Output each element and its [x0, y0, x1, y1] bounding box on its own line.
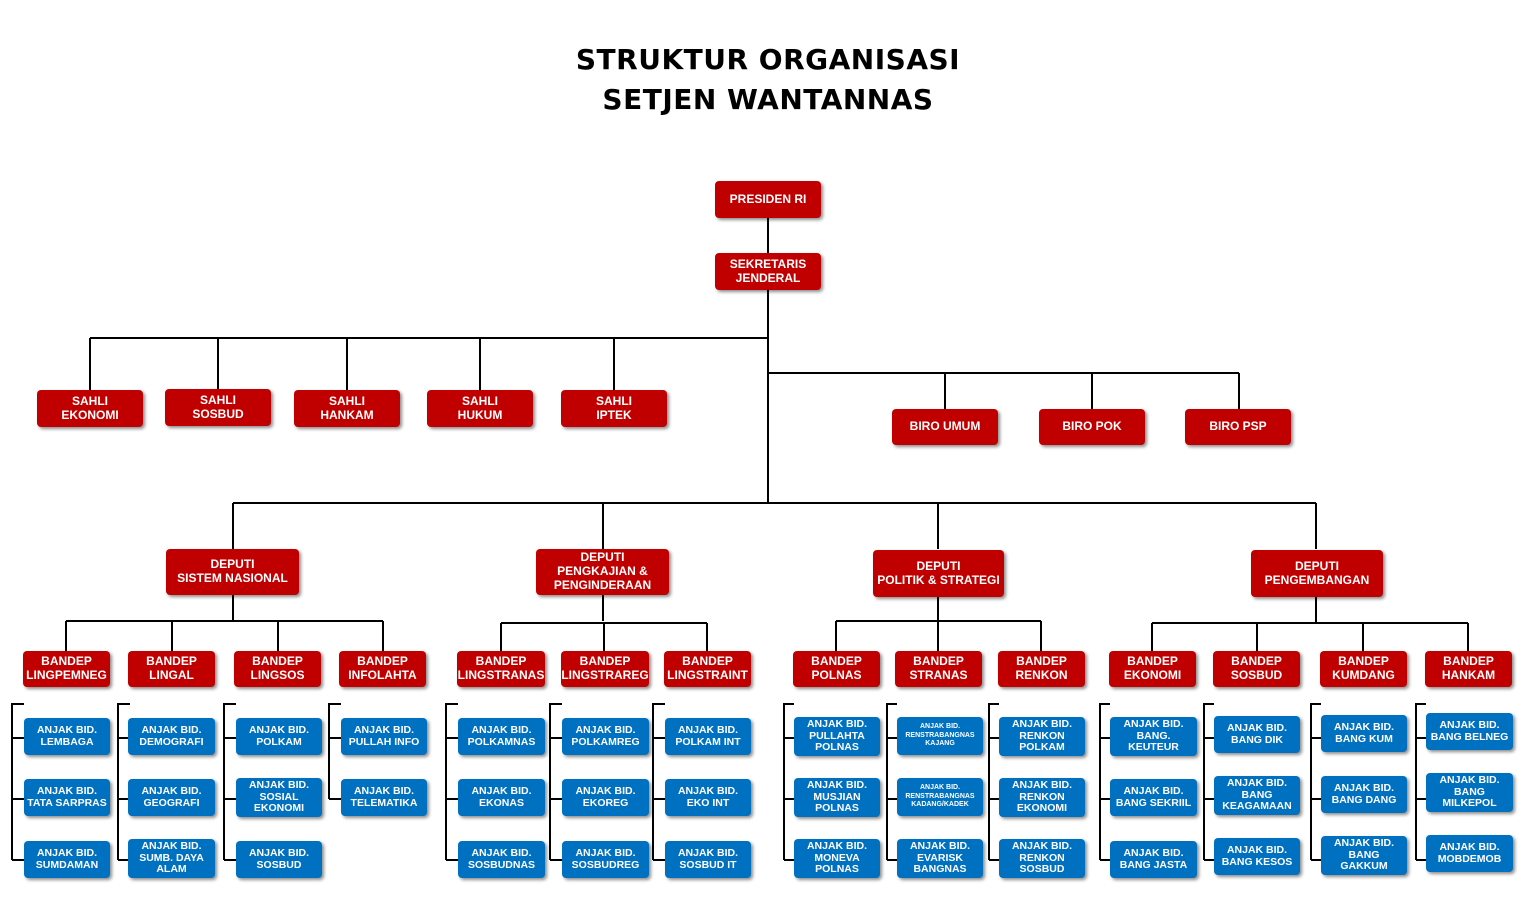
- box-bandep-sosbud: BANDEP SOSBUD: [1213, 651, 1300, 687]
- box-anjak-pullah-info: ANJAK BID. PULLAH INFO: [341, 718, 427, 755]
- box-anjak-bang-gakkum: ANJAK BID. BANG GAKKUM: [1321, 836, 1407, 875]
- box-bandep-lingstraint: BANDEP LINGSTRAINT: [664, 651, 751, 687]
- box-sahli-iptek: SAHLI IPTEK: [561, 390, 667, 427]
- box-deputi-politik-strategi: DEPUTI POLITIK & STRATEGI: [873, 550, 1004, 597]
- box-deputi-pengembangan: DEPUTI PENGEMBANGAN: [1251, 550, 1383, 597]
- box-anjak-polkam: ANJAK BID. POLKAM: [236, 718, 322, 755]
- box-presiden: PRESIDEN RI: [715, 181, 821, 218]
- box-anjak-renkon-sosbud: ANJAK BID. RENKON SOSBUD: [999, 839, 1085, 878]
- box-anjak-bang-milkepol: ANJAK BID. BANG MILKEPOL: [1426, 773, 1513, 812]
- chart-title-line-1: STRUKTUR ORGANISASI: [575, 43, 961, 76]
- box-biro-pok: BIRO POK: [1039, 409, 1145, 445]
- box-sahli-sosbud: SAHLI SOSBUD: [165, 389, 271, 426]
- box-anjak-telematika: ANJAK BID. TELEMATIKA: [341, 779, 427, 816]
- box-anjak-bang-belneg: ANJAK BID. BANG BELNEG: [1426, 713, 1513, 750]
- box-deputi-pengkajian: DEPUTI PENGKAJIAN & PENGINDERAAN: [536, 549, 669, 595]
- box-bandep-stranas: BANDEP STRANAS: [895, 651, 982, 687]
- box-anjak-pullahta-polnas: ANJAK BID. PULLAHTA POLNAS: [794, 717, 880, 756]
- box-anjak-bang-keuteur: ANJAK BID. BANG. KEUTEUR: [1110, 717, 1197, 756]
- box-sekretaris-jenderal: SEKRETARIS JENDERAL: [715, 253, 821, 290]
- box-bandep-renkon: BANDEP RENKON: [998, 651, 1085, 687]
- box-bandep-lingsos: BANDEP LINGSOS: [234, 651, 321, 687]
- box-anjak-renstrabangnas-kajang: ANJAK BID. RENSTRABANGNAS KAJANG: [897, 717, 983, 755]
- box-anjak-bang-dik: ANJAK BID. BANG DIK: [1214, 716, 1300, 753]
- box-anjak-ekonas: ANJAK BID. EKONAS: [458, 779, 545, 816]
- box-anjak-bang-dang: ANJAK BID. BANG DANG: [1321, 776, 1407, 813]
- box-bandep-lingstrareg: BANDEP LINGSTRAREG: [561, 651, 649, 687]
- box-bandep-kumdang: BANDEP KUMDANG: [1320, 651, 1407, 687]
- box-bandep-lingpemneg: BANDEP LINGPEMNEG: [23, 651, 110, 687]
- box-anjak-evarisk-bangnas: ANJAK BID. EVARISK BANGNAS: [897, 839, 983, 878]
- box-bandep-hankam: BANDEP HANKAM: [1425, 651, 1512, 687]
- box-anjak-bang-kum: ANJAK BID. BANG KUM: [1321, 715, 1407, 752]
- box-anjak-bang-keagamaan: ANJAK BID. BANG KEAGAMAAN: [1214, 776, 1300, 815]
- box-anjak-geografi: ANJAK BID. GEOGRAFI: [128, 779, 215, 816]
- box-bandep-infolahta: BANDEP INFOLAHTA: [339, 651, 426, 687]
- box-bandep-lingal: BANDEP LINGAL: [128, 651, 215, 687]
- box-anjak-sosbudreg: ANJAK BID. SOSBUDREG: [562, 841, 649, 878]
- box-anjak-sosial-ekonomi: ANJAK BID. SOSIAL EKONOMI: [236, 778, 322, 817]
- box-anjak-polkam-int: ANJAK BID. POLKAM INT: [665, 718, 751, 755]
- box-anjak-polkamnas: ANJAK BID. POLKAMNAS: [458, 718, 545, 755]
- box-anjak-bang-sekriil: ANJAK BID. BANG SEKRIIL: [1110, 779, 1197, 816]
- box-deputi-sistem-nasional: DEPUTI SISTEM NASIONAL: [166, 549, 299, 595]
- box-anjak-renstrabangnas-kadang-kadek: ANJAK BID. RENSTRABANGNAS KADANG/KADEK: [897, 778, 983, 816]
- box-anjak-renkon-ekonomi: ANJAK BID. RENKON EKONOMI: [999, 778, 1085, 817]
- box-sahli-hukum: SAHLI HUKUM: [427, 390, 533, 427]
- box-bandep-ekonomi: BANDEP EKONOMI: [1109, 651, 1196, 687]
- box-anjak-bang-kesos: ANJAK BID. BANG KESOS: [1214, 838, 1300, 875]
- box-biro-umum: BIRO UMUM: [892, 409, 998, 445]
- box-anjak-mobdemob: ANJAK BID. MOBDEMOB: [1426, 835, 1513, 872]
- box-bandep-polnas: BANDEP POLNAS: [793, 651, 880, 687]
- box-biro-psp: BIRO PSP: [1185, 409, 1291, 445]
- box-anjak-moneva-polnas: ANJAK BID. MONEVA POLNAS: [794, 839, 880, 878]
- box-anjak-sosbud: ANJAK BID. SOSBUD: [236, 841, 322, 878]
- chart-title-line-2: SETJEN WANTANNAS: [602, 83, 934, 116]
- box-anjak-sumdaman: ANJAK BID. SUMDAMAN: [24, 841, 110, 878]
- box-anjak-sosbudnas: ANJAK BID. SOSBUDNAS: [458, 841, 545, 878]
- box-anjak-bang-jasta: ANJAK BID. BANG JASTA: [1110, 841, 1197, 878]
- box-anjak-musjian-polnas: ANJAK BID. MUSJIAN POLNAS: [794, 778, 880, 817]
- box-bandep-lingstranas: BANDEP LINGSTRANAS: [457, 651, 545, 687]
- box-anjak-demografi: ANJAK BID. DEMOGRAFI: [128, 718, 215, 755]
- box-anjak-eko-int: ANJAK BID. EKO INT: [665, 779, 751, 816]
- box-anjak-sumb-daya-alam: ANJAK BID. SUMB. DAYA ALAM: [128, 839, 215, 878]
- box-sahli-ekonomi: SAHLI EKONOMI: [37, 390, 143, 427]
- box-anjak-sosbud-it: ANJAK BID. SOSBUD IT: [665, 841, 751, 878]
- box-anjak-lembaga: ANJAK BID. LEMBAGA: [24, 718, 110, 755]
- box-anjak-ekoreg: ANJAK BID. EKOREG: [562, 779, 649, 816]
- box-sahli-hankam: SAHLI HANKAM: [294, 390, 400, 427]
- box-anjak-polkamreg: ANJAK BID. POLKAMREG: [562, 718, 649, 755]
- box-anjak-tata-sarpras: ANJAK BID. TATA SARPRAS: [24, 779, 110, 816]
- box-anjak-renkon-polkam: ANJAK BID. RENKON POLKAM: [999, 717, 1085, 756]
- chart-title: STRUKTUR ORGANISASI SETJEN WANTANNAS: [0, 40, 1536, 120]
